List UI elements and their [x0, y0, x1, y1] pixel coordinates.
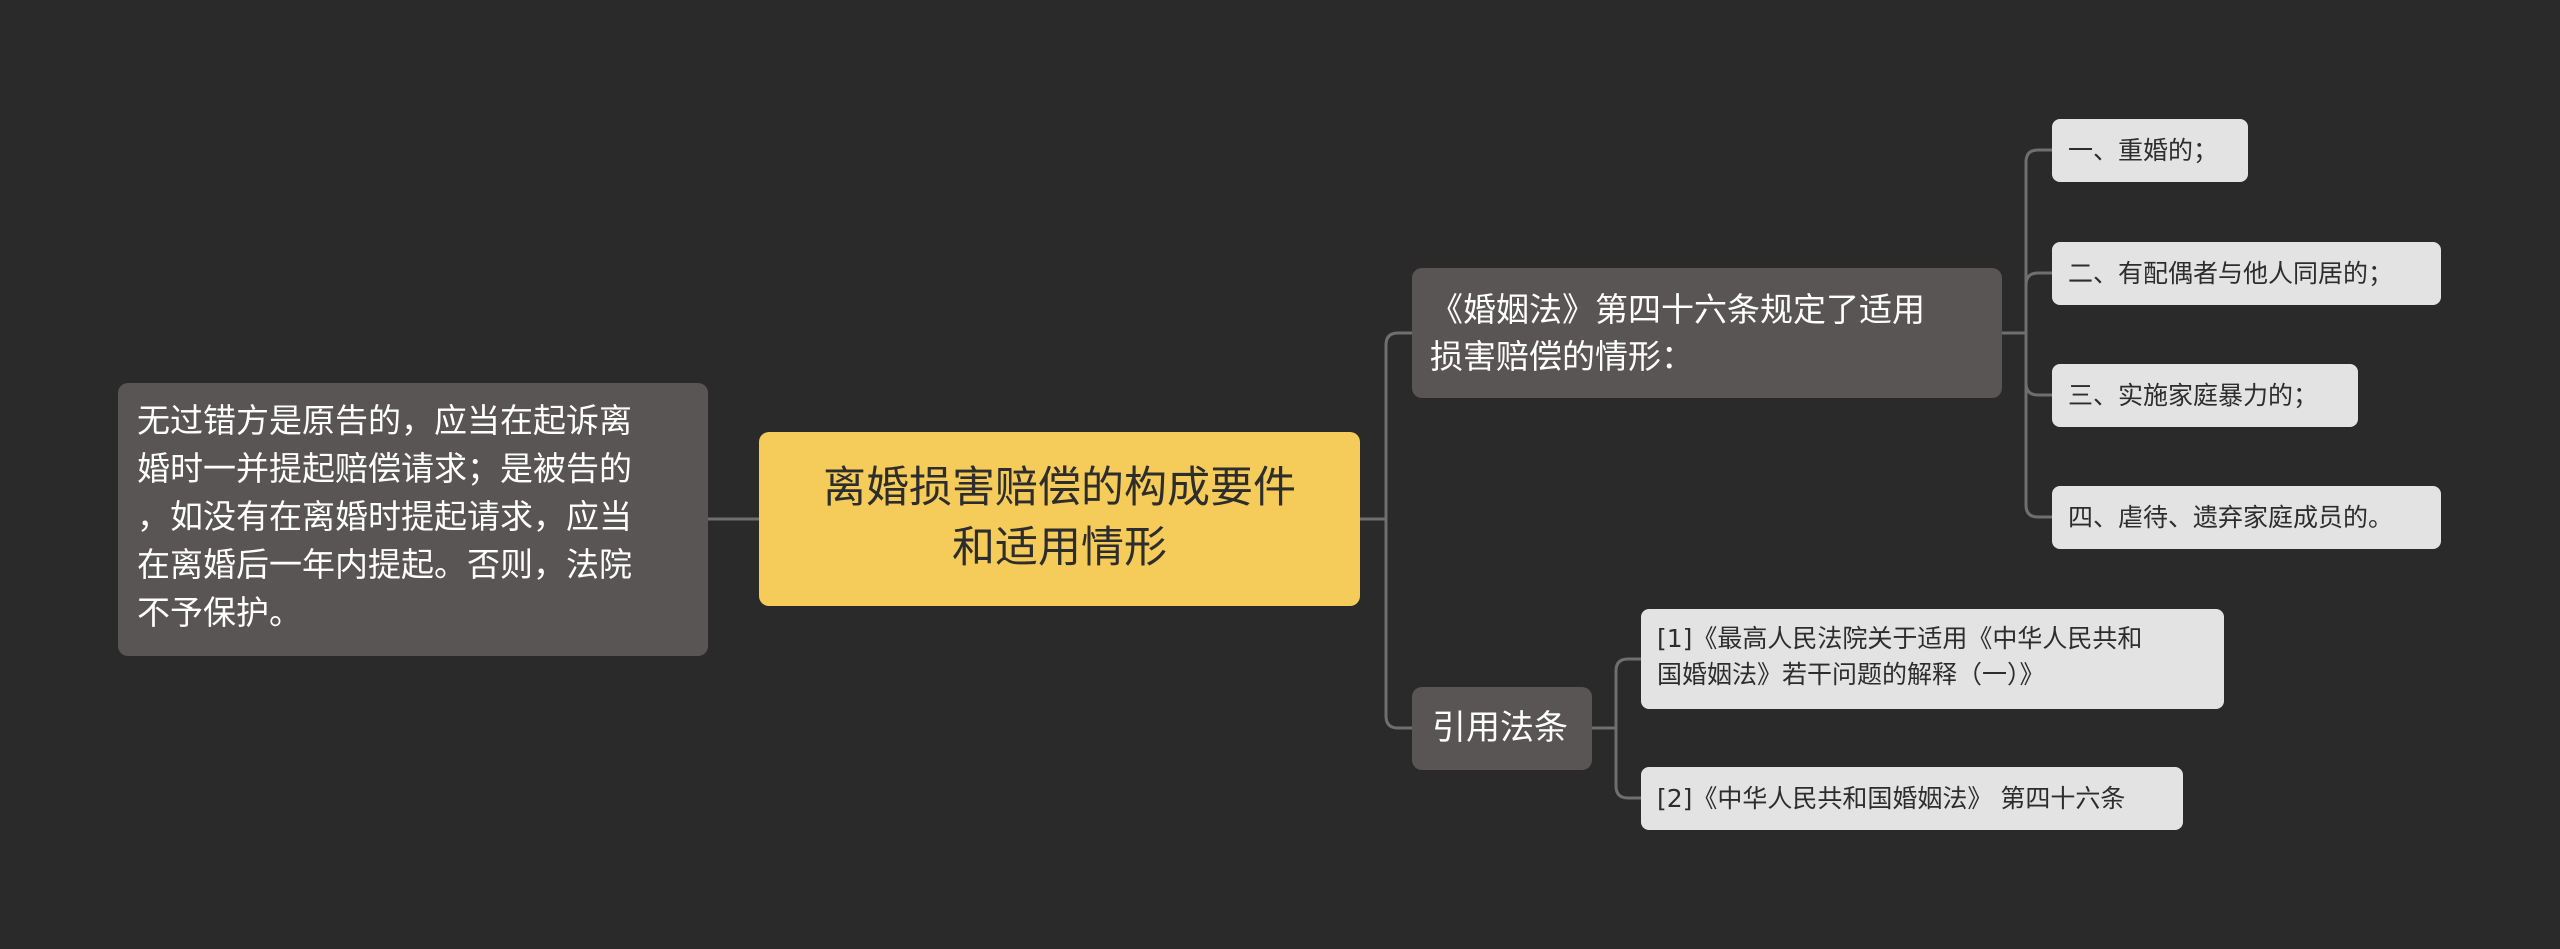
connector-branch1: [1384, 331, 1412, 519]
connector-leaf2: [2024, 271, 2052, 333]
leaf-topic-domestic-violence[interactable]: 三、实施家庭暴力的；: [2052, 364, 2358, 427]
connector-leaf1: [2024, 148, 2052, 333]
branch-topic-cited-articles[interactable]: 引用法条: [1412, 687, 1592, 770]
root-topic[interactable]: 离婚损害赔偿的构成要件 和适用情形: [759, 432, 1360, 606]
connector-branch2: [1384, 519, 1412, 730]
leaf-topic-abuse-abandonment[interactable]: 四、虐待、遗弃家庭成员的。: [2052, 486, 2441, 549]
branch-topic-marriage-law-article[interactable]: 《婚姻法》第四十六条规定了适用 损害赔偿的情形：: [1412, 268, 2002, 398]
connector-leaf3: [2024, 333, 2052, 397]
leaf-topic-cohabitation[interactable]: 二、有配偶者与他人同居的；: [2052, 242, 2441, 305]
left-note-topic[interactable]: 无过错方是原告的，应当在起诉离 婚时一并提起赔偿请求；是被告的 ，如没有在离婚时…: [118, 383, 708, 656]
connector-leaf6: [1614, 728, 1641, 800]
leaf-topic-bigamy[interactable]: 一、重婚的；: [2052, 119, 2248, 182]
connector-leaf5: [1614, 657, 1641, 728]
leaf-topic-citation-1[interactable]: [1]《最高人民法院关于适用《中华人民共和 国婚姻法》若干问题的解释（一）》: [1641, 609, 2224, 709]
connector-leaf4: [2024, 333, 2052, 519]
leaf-topic-citation-2[interactable]: [2]《中华人民共和国婚姻法》 第四十六条: [1641, 767, 2183, 830]
